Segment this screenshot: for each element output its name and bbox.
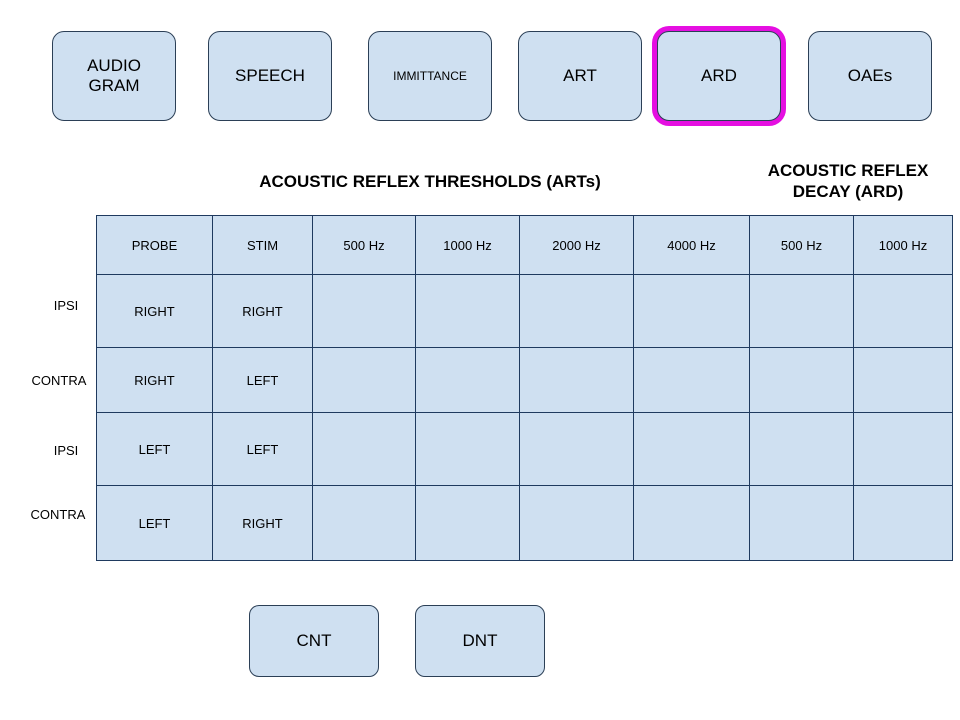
probe-cell: RIGHT xyxy=(96,274,213,348)
table-header-row: PROBE STIM 500 Hz 1000 Hz 2000 Hz 4000 H… xyxy=(96,215,953,275)
art-2000-cell[interactable] xyxy=(519,485,634,561)
art-button[interactable]: ART xyxy=(518,31,642,121)
header-art-500: 500 Hz xyxy=(312,215,416,275)
reflex-table: PROBE STIM 500 Hz 1000 Hz 2000 Hz 4000 H… xyxy=(96,215,953,561)
stim-cell: LEFT xyxy=(212,412,313,486)
stim-cell: LEFT xyxy=(212,347,313,413)
speech-button[interactable]: SPEECH xyxy=(208,31,332,121)
art-500-cell[interactable] xyxy=(312,347,416,413)
ard-heading-line2: DECAY (ARD) xyxy=(792,182,904,201)
ard-500-cell[interactable] xyxy=(749,274,854,348)
art-heading: ACOUSTIC REFLEX THRESHOLDS (ARTs) xyxy=(259,172,601,191)
ard-500-cell[interactable] xyxy=(749,347,854,413)
ard-heading: ACOUSTIC REFLEX DECAY (ARD) xyxy=(748,160,948,202)
stim-cell: RIGHT xyxy=(212,274,313,348)
art-1000-cell[interactable] xyxy=(415,412,520,486)
table-row: RIGHT LEFT xyxy=(96,347,953,413)
ard-500-cell[interactable] xyxy=(749,412,854,486)
header-ard-500: 500 Hz xyxy=(749,215,854,275)
header-ard-1000: 1000 Hz xyxy=(853,215,953,275)
ard-1000-cell[interactable] xyxy=(853,274,953,348)
art-500-cell[interactable] xyxy=(312,412,416,486)
dnt-button[interactable]: DNT xyxy=(415,605,545,677)
ard-500-cell[interactable] xyxy=(749,485,854,561)
row-label-ipsi-right: IPSI xyxy=(53,298,79,313)
ard-1000-cell[interactable] xyxy=(853,347,953,413)
audiogram-button[interactable]: AUDIO GRAM xyxy=(52,31,176,121)
immittance-button[interactable]: IMMITTANCE xyxy=(368,31,492,121)
oaes-button[interactable]: OAEs xyxy=(808,31,932,121)
probe-cell: LEFT xyxy=(96,485,213,561)
ard-button[interactable]: ARD xyxy=(657,31,781,121)
art-4000-cell[interactable] xyxy=(633,347,750,413)
art-4000-cell[interactable] xyxy=(633,485,750,561)
art-500-cell[interactable] xyxy=(312,485,416,561)
header-art-1000: 1000 Hz xyxy=(415,215,520,275)
header-stim: STIM xyxy=(212,215,313,275)
header-art-2000: 2000 Hz xyxy=(519,215,634,275)
ard-1000-cell[interactable] xyxy=(853,412,953,486)
art-2000-cell[interactable] xyxy=(519,412,634,486)
table-row: LEFT RIGHT xyxy=(96,485,953,561)
art-1000-cell[interactable] xyxy=(415,274,520,348)
probe-cell: LEFT xyxy=(96,412,213,486)
stim-cell: RIGHT xyxy=(212,485,313,561)
header-probe: PROBE xyxy=(96,215,213,275)
art-2000-cell[interactable] xyxy=(519,347,634,413)
art-500-cell[interactable] xyxy=(312,274,416,348)
row-label-ipsi-left: IPSI xyxy=(53,443,79,458)
header-art-4000: 4000 Hz xyxy=(633,215,750,275)
art-4000-cell[interactable] xyxy=(633,412,750,486)
table-row: LEFT LEFT xyxy=(96,412,953,486)
art-1000-cell[interactable] xyxy=(415,485,520,561)
row-label-contra-right: CONTRA xyxy=(31,373,87,388)
art-4000-cell[interactable] xyxy=(633,274,750,348)
cnt-button[interactable]: CNT xyxy=(249,605,379,677)
ard-1000-cell[interactable] xyxy=(853,485,953,561)
probe-cell: RIGHT xyxy=(96,347,213,413)
art-2000-cell[interactable] xyxy=(519,274,634,348)
table-row: RIGHT RIGHT xyxy=(96,274,953,348)
row-label-contra-left: CONTRA xyxy=(30,507,86,522)
ard-heading-line1: ACOUSTIC REFLEX xyxy=(767,161,929,180)
art-1000-cell[interactable] xyxy=(415,347,520,413)
